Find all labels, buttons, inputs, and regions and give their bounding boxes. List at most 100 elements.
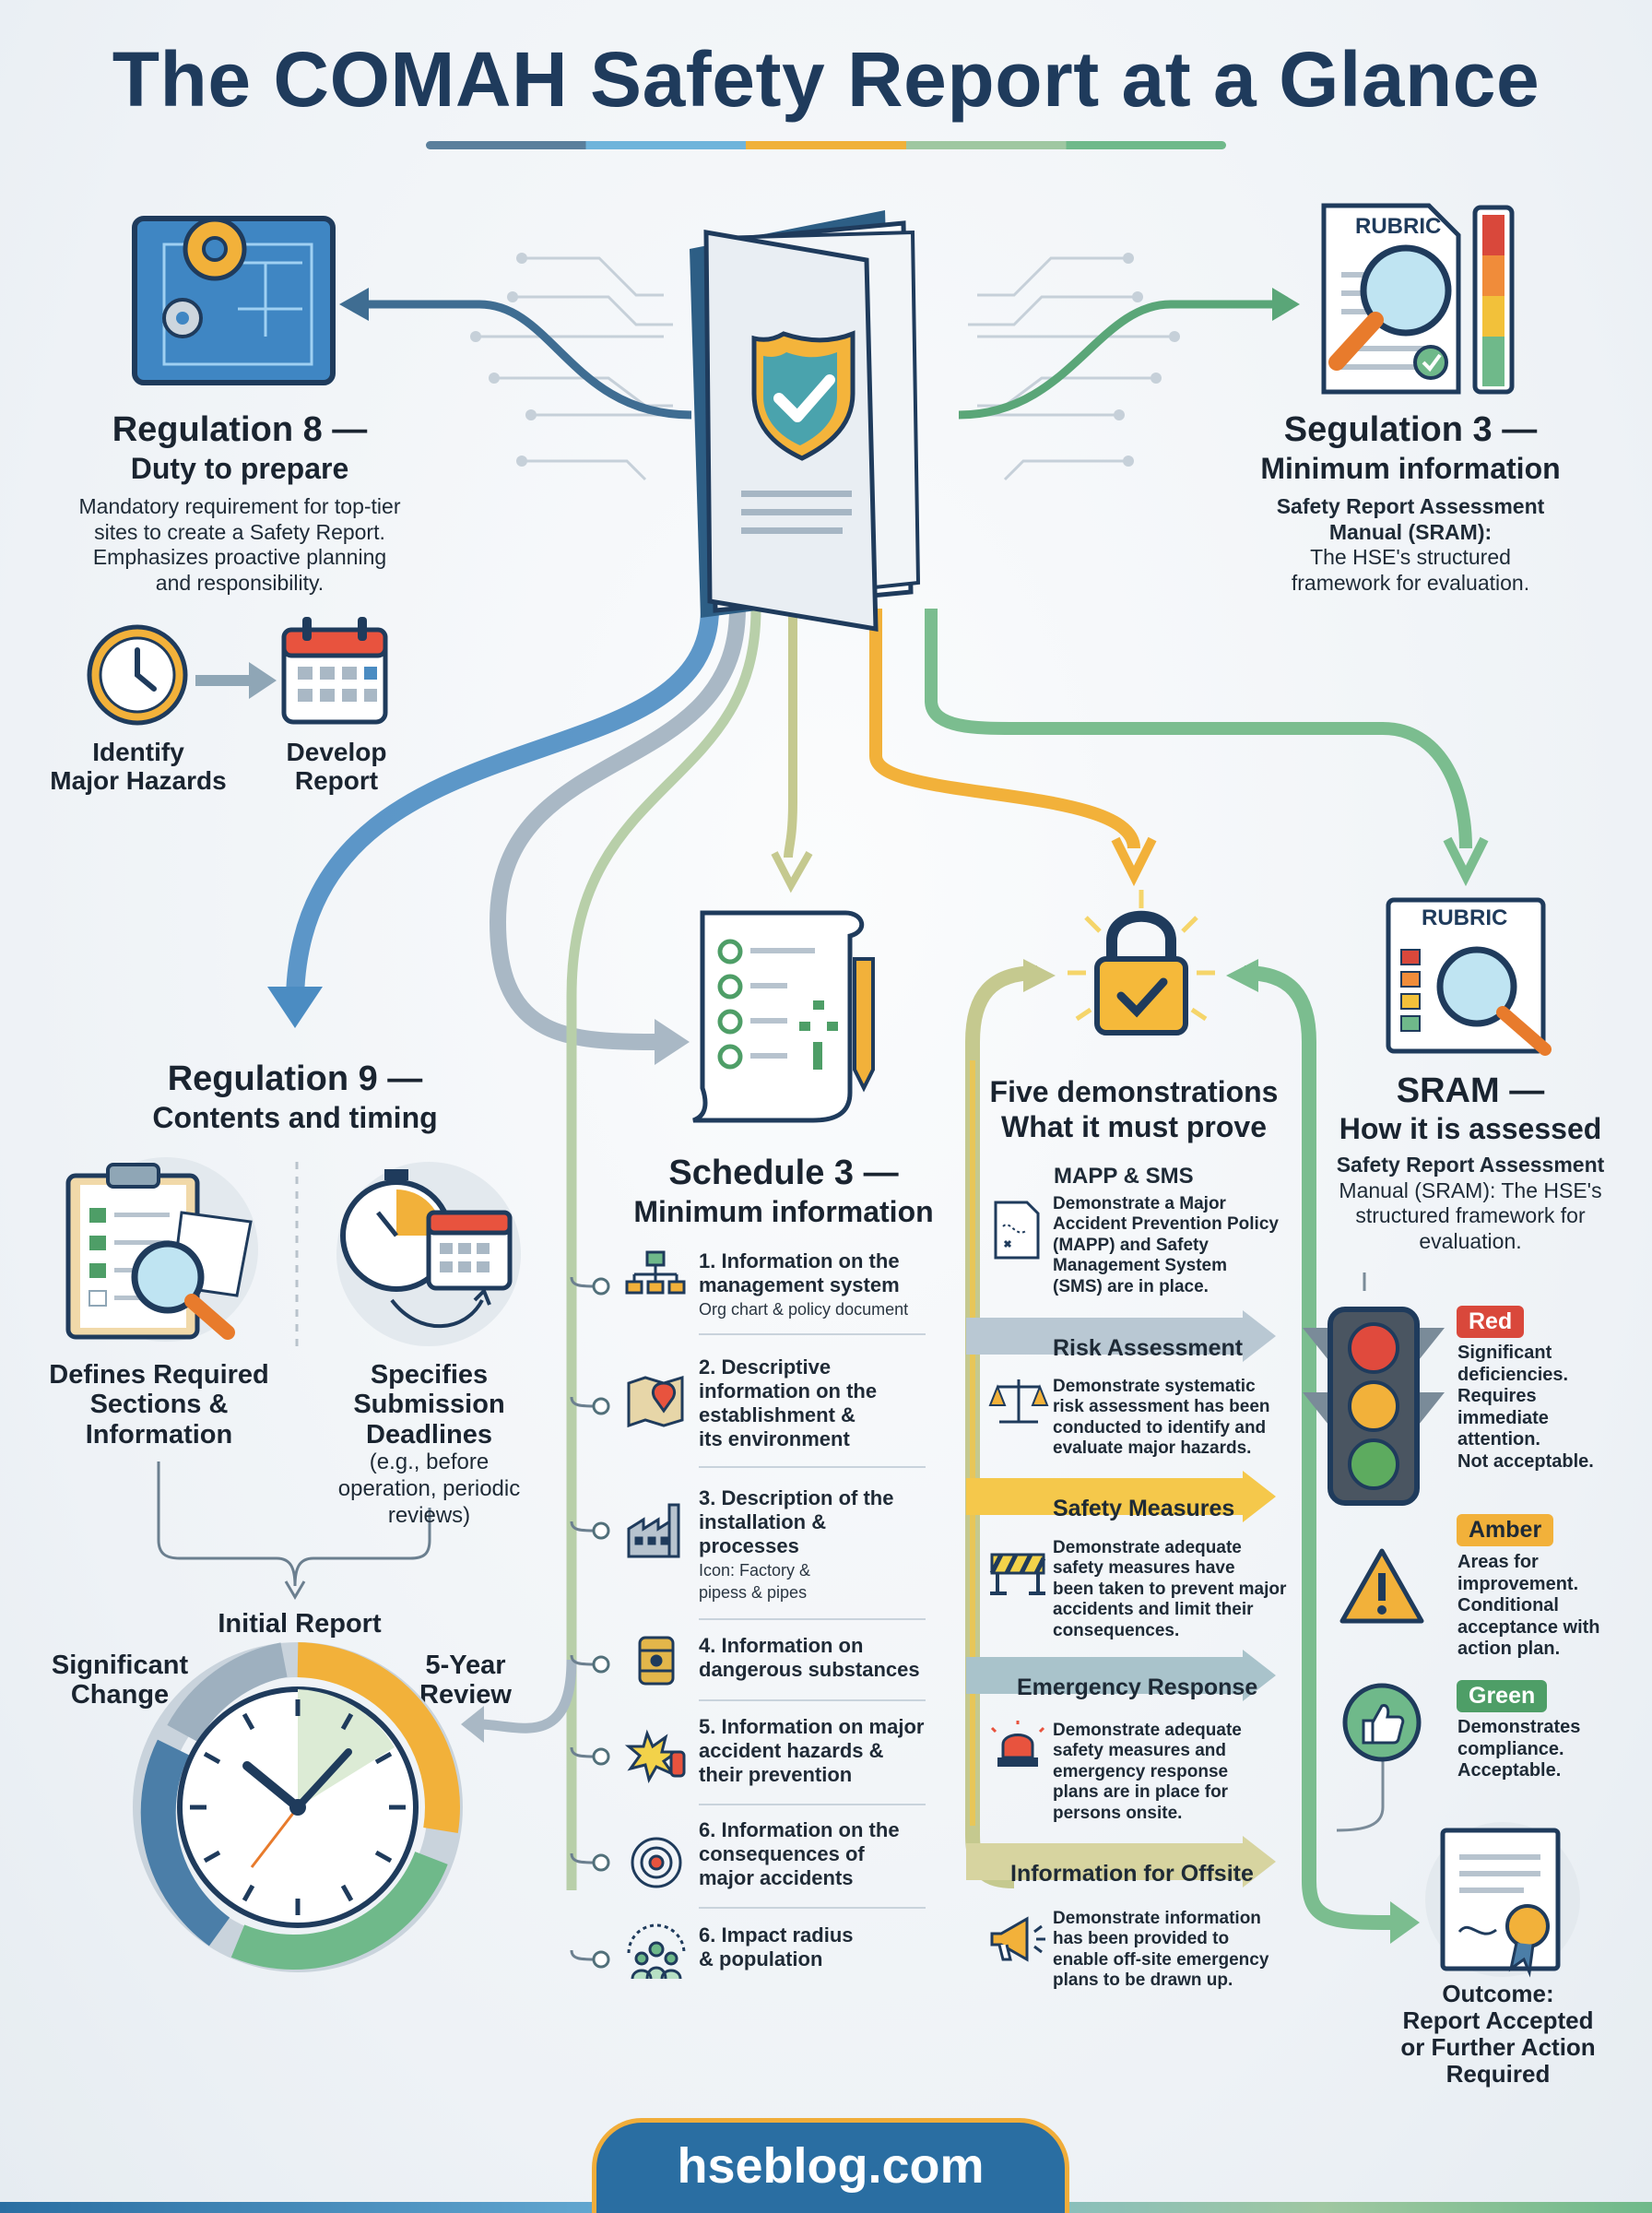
megaphone-icon xyxy=(990,1916,1045,1962)
schedule-item-note: Icon: Factory & xyxy=(699,1560,811,1580)
demonstration-banners xyxy=(966,1310,1276,1888)
schedule-item-title: dangerous substances xyxy=(699,1657,920,1681)
reg9-right-line: Specifies xyxy=(370,1360,489,1390)
schedule-item-title: its environment xyxy=(699,1426,850,1450)
step-develop-line: Report xyxy=(294,766,379,796)
schedule-item-title: consequences of xyxy=(699,1841,865,1865)
outcome-line: Required xyxy=(1446,2060,1551,2089)
schedule-divider xyxy=(699,1618,926,1620)
demo-text-line: Demonstrate information xyxy=(1053,1909,1261,1928)
cycle-left-line: Significant xyxy=(51,1651,189,1680)
rating-green-badge: Green xyxy=(1457,1680,1548,1712)
reg9-left-line: Information xyxy=(85,1419,233,1450)
clock-icon xyxy=(87,624,188,726)
reg9-right-line: Deadlines xyxy=(366,1419,492,1450)
schedule-item-title: processes xyxy=(699,1533,799,1557)
rating-text-line: Acceptable. xyxy=(1457,1760,1562,1781)
demo-text-line: conducted to identify and xyxy=(1053,1417,1267,1438)
rating-text-line: Demonstrates xyxy=(1457,1717,1581,1737)
demo-text-safety: Demonstrate adequate safety measures hav… xyxy=(1053,1538,1294,1641)
demo-text-line: consequences. xyxy=(1053,1620,1180,1640)
map-pin-icon xyxy=(627,1375,684,1428)
schedule-divider xyxy=(699,1907,926,1909)
map-document-icon xyxy=(994,1201,1040,1260)
demo-label-risk: Risk Assessment xyxy=(1053,1335,1244,1361)
schedule-item-title: 2. Descriptive xyxy=(699,1355,832,1379)
thumbs-up-icon xyxy=(1342,1683,1422,1762)
demo-text-line: safety measures have xyxy=(1053,1558,1235,1579)
reg9-right-note: (e.g., before xyxy=(369,1450,490,1475)
demo-label-emergency: Emergency Response xyxy=(1017,1675,1258,1700)
padlock-icon xyxy=(1068,890,1215,1035)
schedule-item-title: their prevention xyxy=(699,1762,853,1786)
rubric-magnifier-icon xyxy=(1321,203,1515,395)
demo-text-line: safety measures and xyxy=(1053,1741,1226,1761)
reg9-right-note: reviews) xyxy=(387,1503,471,1528)
demo-text-line: enable off-site emergency xyxy=(1053,1949,1269,1970)
schedule-item-title: 3. Description of the xyxy=(699,1486,894,1509)
reg9-left-line: Defines Required xyxy=(49,1360,269,1390)
demo-text-line: evaluate major hazards. xyxy=(1053,1438,1252,1459)
reg3-body: Safety Report Assessment Manual (SRAM): … xyxy=(1235,494,1586,596)
schedule-item-note: Org chart & policy document xyxy=(699,1299,909,1319)
reg9-right-note: operation, periodic xyxy=(337,1476,521,1502)
footer-site-link[interactable]: hseblog.com xyxy=(677,2138,985,2194)
demo-text-line: Demonstrate systematic xyxy=(1053,1377,1256,1396)
reg9-left-label: Defines Required Sections & Information xyxy=(28,1360,290,1450)
sram-body: Safety Report Assessment Manual (SRAM): … xyxy=(1318,1153,1622,1254)
demo-text-mapp: Demonstrate a Major Accident Prevention … xyxy=(1053,1194,1294,1297)
demo-text-line: Demonstrate adequate xyxy=(1053,1721,1242,1740)
step-identify-label: Identify Major Hazards xyxy=(37,738,240,796)
demo-label-mapp: MAPP & SMS xyxy=(1054,1164,1194,1189)
scales-icon xyxy=(988,1379,1049,1424)
step-develop-line: Develop xyxy=(286,738,387,766)
demo-text-line: has been provided to xyxy=(1053,1929,1230,1949)
barrier-icon xyxy=(989,1553,1046,1595)
rating-text-line: action plan. xyxy=(1457,1639,1561,1660)
step-identify-line: Identify xyxy=(92,738,184,766)
demo-text-risk: Demonstrate systematic risk assessment h… xyxy=(1053,1377,1294,1460)
demo-text-line: Management System xyxy=(1053,1256,1228,1276)
rating-amber-text: Areas for improvement. Conditional accep… xyxy=(1457,1552,1600,1661)
outcome-line: Outcome: xyxy=(1442,1980,1554,2007)
reg3-body-line: The HSE's structured xyxy=(1310,545,1511,570)
demo-text-line: (MAPP) and Safety xyxy=(1053,1235,1209,1255)
blueprint-gears-icon xyxy=(132,216,336,385)
reg9-subheading: Contents and timing xyxy=(152,1101,438,1134)
cycle-right-line: 5-Year xyxy=(425,1651,506,1680)
traffic-light-icon xyxy=(1303,1307,1445,1506)
demo-text-line: plans to be drawn up. xyxy=(1053,1970,1233,1991)
rating-text-line: deficiencies. xyxy=(1457,1364,1569,1385)
demo-label-offsite: Information for Offsite xyxy=(1010,1861,1254,1887)
rating-text-line: attention. xyxy=(1457,1429,1540,1450)
footer-tab xyxy=(592,2118,1069,2213)
calendar-icon xyxy=(281,617,388,725)
schedule-divider xyxy=(699,1699,926,1701)
schedule-item-3: 3. Description of the installation & pro… xyxy=(699,1486,1042,1604)
sram-rubric-label: RUBRIC xyxy=(1422,905,1508,930)
schedule3-heading: Schedule 3 — xyxy=(668,1154,899,1192)
demo-text-line: been taken to prevent major xyxy=(1053,1579,1287,1599)
stopwatch-calendar-icon xyxy=(336,1162,521,1346)
schedule-divider xyxy=(699,1804,926,1805)
reg3-body-line: framework for evaluation. xyxy=(1291,570,1530,595)
rating-text-line: acceptance with xyxy=(1457,1616,1600,1638)
reg9-right-line: Submission xyxy=(353,1390,505,1420)
schedule-item-5: 5. Information on major accident hazards… xyxy=(699,1715,1042,1787)
reg3-heading: Segulation 3 — xyxy=(1283,410,1538,449)
rating-text-line: Areas for xyxy=(1457,1552,1539,1572)
schedule-item-title: establishment & xyxy=(699,1402,856,1426)
schedule3-subheading: Minimum information xyxy=(633,1195,934,1228)
outcome-line: or Further Action xyxy=(1400,2033,1596,2062)
demo-text-line: accidents and limit their xyxy=(1053,1600,1254,1620)
rating-red-text: Significant deficiencies. Requires immed… xyxy=(1457,1343,1594,1473)
schedule-item-4: 4. Information on dangerous substances xyxy=(699,1634,1042,1682)
reg8-body-line: Mandatory requirement for top-tier xyxy=(78,494,401,518)
sram-body-line: structured framework for xyxy=(1355,1203,1586,1228)
demo-text-line: (SMS) are in place. xyxy=(1053,1276,1209,1296)
siren-icon xyxy=(990,1721,1045,1767)
schedule-divider xyxy=(699,1333,926,1335)
reg8-body-line: Emphasizes proactive planning xyxy=(92,545,387,570)
org-chart-icon xyxy=(625,1250,686,1295)
rating-text-line: Not acceptable. xyxy=(1457,1450,1594,1472)
